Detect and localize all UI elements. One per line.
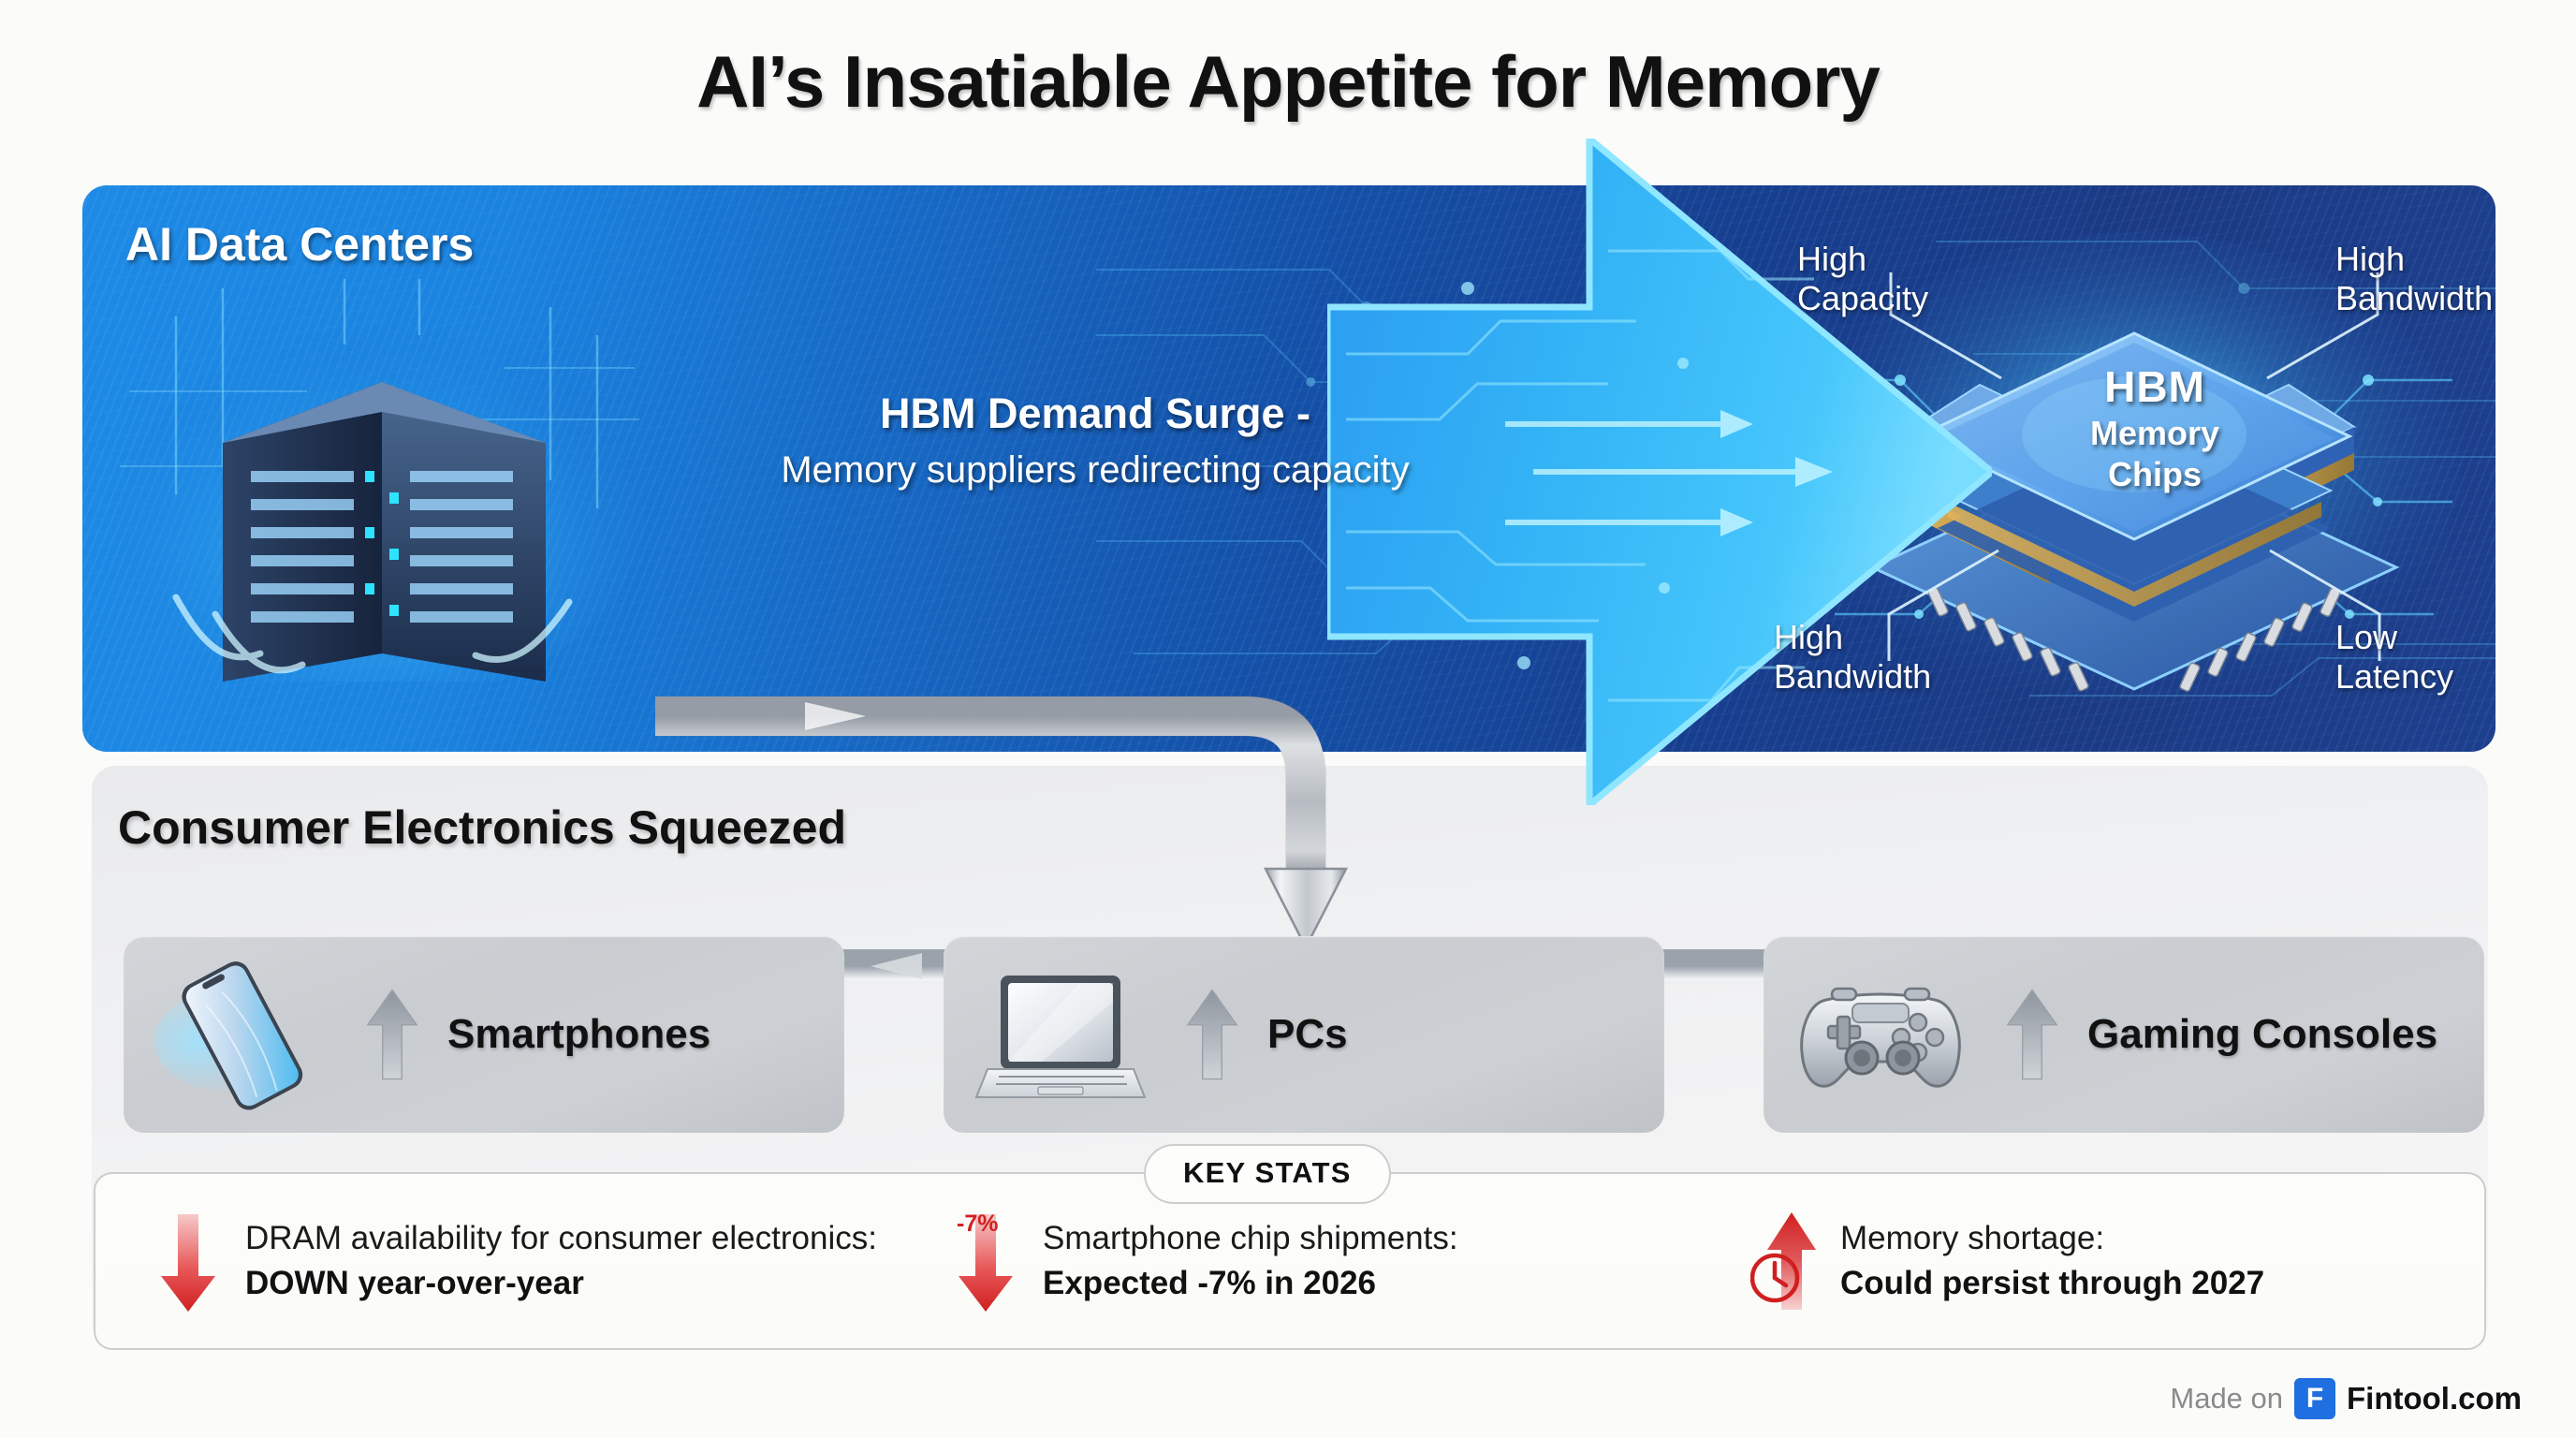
key-stat-line2: DOWN year-over-year [245,1265,584,1301]
page-title: AI’s Insatiable Appetite for Memory [696,40,1881,123]
hbm-label-line2: Memory [2089,414,2220,452]
key-stat-line1: Memory shortage: [1840,1220,2105,1257]
device-card-label: PCs [1267,1011,1348,1058]
key-stats-row: DRAM availability for consumer electroni… [94,1172,2486,1350]
key-stat-line1: Smartphone chip shipments: [1043,1220,1458,1257]
brand-name: Fintool.com [2347,1381,2522,1416]
key-stat-text: Memory shortage: Could persist through 2… [1831,1218,2264,1304]
key-stat-line1: DRAM availability for consumer electroni… [245,1220,877,1257]
server-rack-illustration [120,279,644,682]
device-card-pcs[interactable]: PCs [944,936,1664,1133]
arrow-caption-line2: Memory suppliers redirecting capacity [781,449,1410,491]
percent-change-tag: -7% [957,1211,999,1237]
trend-up-arrow-icon [1178,986,1247,1083]
ai-data-centers-label: AI Data Centers [125,218,475,271]
made-on-label: Made on [2170,1382,2284,1415]
key-stat-text: DRAM availability for consumer electroni… [236,1218,877,1304]
device-card-smartphones[interactable]: Smartphones [124,936,844,1133]
trend-up-arrow-icon [1998,986,2067,1083]
arrow-down-icon [155,1205,236,1317]
hbm-demand-arrow [1327,139,1992,805]
smartphone-icon [124,946,358,1123]
footer-attribution[interactable]: Made on F Fintool.com [2170,1378,2522,1419]
key-stat-item: Memory shortage: Could persist through 2… [1689,1172,2486,1350]
key-stat-line2: Could persist through 2027 [1840,1265,2265,1301]
device-card-label: Gaming Consoles [2087,1011,2438,1058]
device-card-label: Smartphones [447,1011,711,1058]
arrow-caption: HBM Demand Surge - Memory suppliers redi… [646,389,1544,492]
clock-arrow-up-icon [1749,1205,1831,1317]
hbm-chip-center-label: HBM Memory Chips [2014,361,2295,494]
key-stat-line2: Expected -7% in 2026 [1043,1265,1376,1301]
hbm-chip-illustration [1807,232,2462,700]
trend-up-arrow-icon [358,986,427,1083]
fintool-logo-icon: F [2294,1378,2336,1419]
gamepad-icon [1764,946,1998,1123]
key-stat-item: -7% Smartphone chip shipments: Expected … [891,1172,1689,1350]
key-stat-item: DRAM availability for consumer electroni… [94,1172,891,1350]
key-stats-badge: KEY STATS [1144,1144,1391,1204]
arrow-caption-line1: HBM Demand Surge - [879,389,1311,437]
hbm-label-line3: Chips [2107,455,2202,493]
consumer-electronics-heading: Consumer Electronics Squeezed [118,801,847,854]
laptop-icon [944,946,1178,1123]
device-card-gaming-consoles[interactable]: Gaming Consoles [1764,936,2484,1133]
arrow-down-icon: -7% [953,1205,1033,1317]
key-stat-text: Smartphone chip shipments: Expected -7% … [1033,1218,1458,1304]
hbm-label-line1: HBM [2104,362,2205,411]
